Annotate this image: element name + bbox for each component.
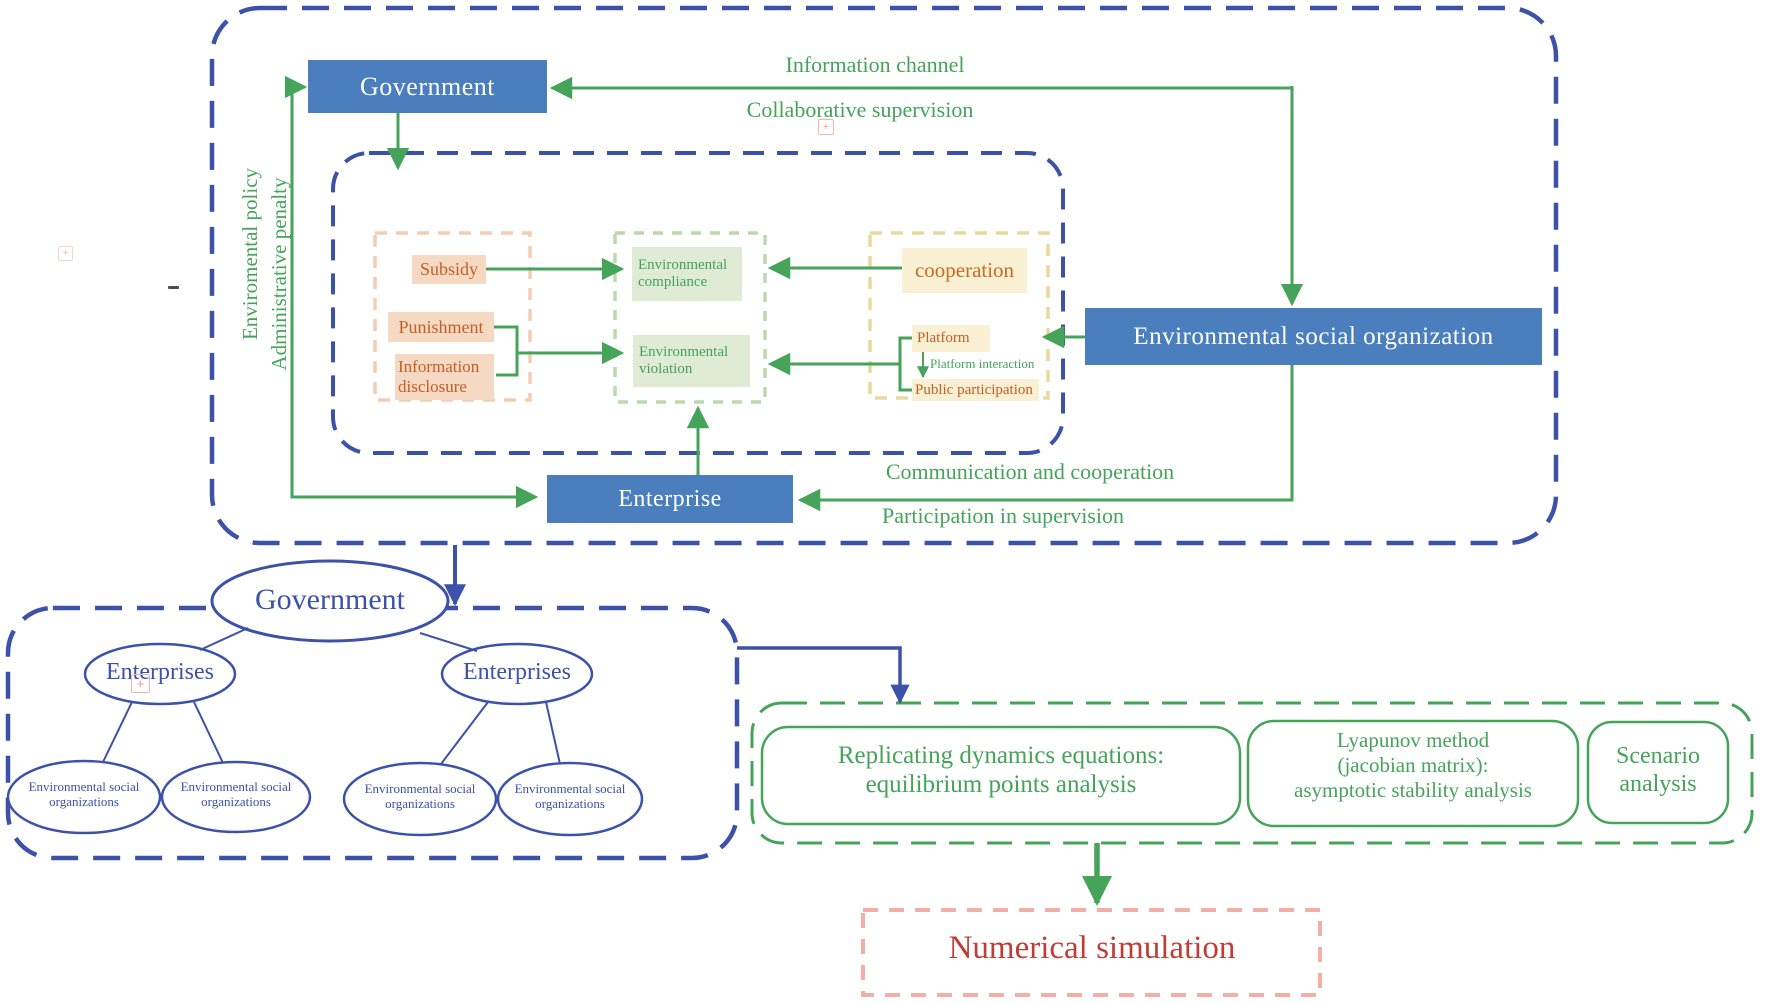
tree-enterprises-left-label: Enterprises: [106, 659, 214, 685]
cooperation-label: cooperation: [914, 258, 1015, 282]
cooperation-box: cooperation: [902, 248, 1027, 293]
information-disclosure-label: Information disclosure: [398, 357, 480, 396]
arrow-into-government: [284, 75, 308, 300]
punishment-label: Punishment: [398, 316, 484, 337]
government-box: Government: [308, 60, 547, 113]
eso-box-label: Environmental social organization: [1133, 322, 1494, 350]
arrow-tree-to-analysis: [737, 646, 910, 704]
tree-org-label-2: Environmental social organizations: [180, 779, 292, 809]
plus-glyph: +: [136, 676, 145, 691]
environmental-compliance-box: Environmental compliance: [632, 247, 742, 301]
communication-and-cooperation-label: Communication and cooperation: [885, 459, 1175, 484]
enterprise-box-label: Enterprise: [618, 485, 722, 512]
tree-org-label-3: Environmental social organizations: [364, 781, 476, 811]
environmental-violation-label: Environmental violation: [639, 343, 729, 377]
numerical-simulation-label: Numerical simulation: [948, 930, 1236, 966]
tree-org-label-1: Environmental social organizations: [28, 779, 140, 809]
arrow-policy-to-enterprise: [290, 87, 539, 509]
environmental-compliance-label: Environmental compliance: [638, 256, 728, 290]
replicating-dynamics-label: Replicating dynamics equations: equilibr…: [837, 742, 1165, 798]
arrow-eso-to-enterprise: [797, 365, 1294, 512]
scenario-analysis-box: [1586, 720, 1730, 825]
platform-label: Platform: [917, 330, 970, 346]
tree-org-ellipse-2: [160, 760, 312, 834]
government-tools-dashed-box: [373, 231, 532, 402]
lyapunov-method-label: Lyapunov method (jacobian matrix): asymp…: [1294, 728, 1532, 802]
tree-enterprises-left-ellipse: [83, 642, 237, 706]
collaborative-supervision-label: Collaborative supervision: [746, 97, 974, 122]
enterprise-outcomes-dashed-box: [613, 231, 767, 404]
tree-org-ellipse-3: [342, 761, 498, 837]
analysis-methods-dashed-box: [750, 701, 1754, 845]
tree-connectors: [102, 627, 561, 765]
bracket-punishment-disclosure: [494, 325, 519, 377]
replicating-dynamics-box: [760, 725, 1242, 826]
public-participation-label: Public participation: [915, 381, 1033, 398]
tree-enterprises-right-label: Enterprises: [463, 659, 571, 685]
enterprise-box: Enterprise: [547, 475, 793, 523]
lyapunov-method-box: [1246, 719, 1580, 828]
eso-box: Environmental social organization: [1085, 308, 1542, 365]
plus-artifact-icon: +: [131, 674, 150, 693]
plus-artifact-icon: +: [818, 119, 834, 135]
tree-org-ellipse-4: [496, 761, 644, 837]
tree-org-ellipse-1: [6, 759, 162, 835]
tree-government-label: Government: [255, 583, 405, 616]
tree-enterprises-right-ellipse: [440, 642, 594, 706]
platform-interaction-label: Platform interaction: [930, 356, 1035, 371]
plus-glyph: +: [62, 248, 69, 259]
punishment-box: Punishment: [388, 312, 494, 342]
dash-artifact: [168, 286, 179, 289]
environmental-policy-label: Enviromental policy: [238, 167, 262, 341]
plus-artifact-icon: +: [58, 246, 73, 261]
platform-box: Platform: [912, 325, 990, 352]
participation-in-supervision-label: Participation in supervision: [882, 503, 1124, 528]
information-disclosure-box: Information disclosure: [395, 354, 494, 400]
numerical-simulation-dashed-box: [861, 908, 1322, 997]
administrative-penalty-label: Administrative penalty: [267, 177, 291, 371]
environmental-violation-box: Environmental violation: [633, 335, 750, 387]
scenario-analysis-label: Scenario analysis: [1616, 743, 1700, 797]
plus-glyph: +: [822, 121, 830, 133]
information-channel-label: Information channel: [785, 52, 965, 77]
subsidy-label: Subsidy: [419, 259, 479, 279]
subsidy-box: Subsidy: [412, 255, 486, 284]
outer-game-dashed-box: [209, 5, 1559, 546]
tree-org-label-4: Environmental social organizations: [514, 781, 626, 811]
government-box-label: Government: [360, 71, 495, 101]
public-participation-box: Public participation: [912, 379, 1039, 401]
bracket-platform-participation: [898, 336, 912, 392]
